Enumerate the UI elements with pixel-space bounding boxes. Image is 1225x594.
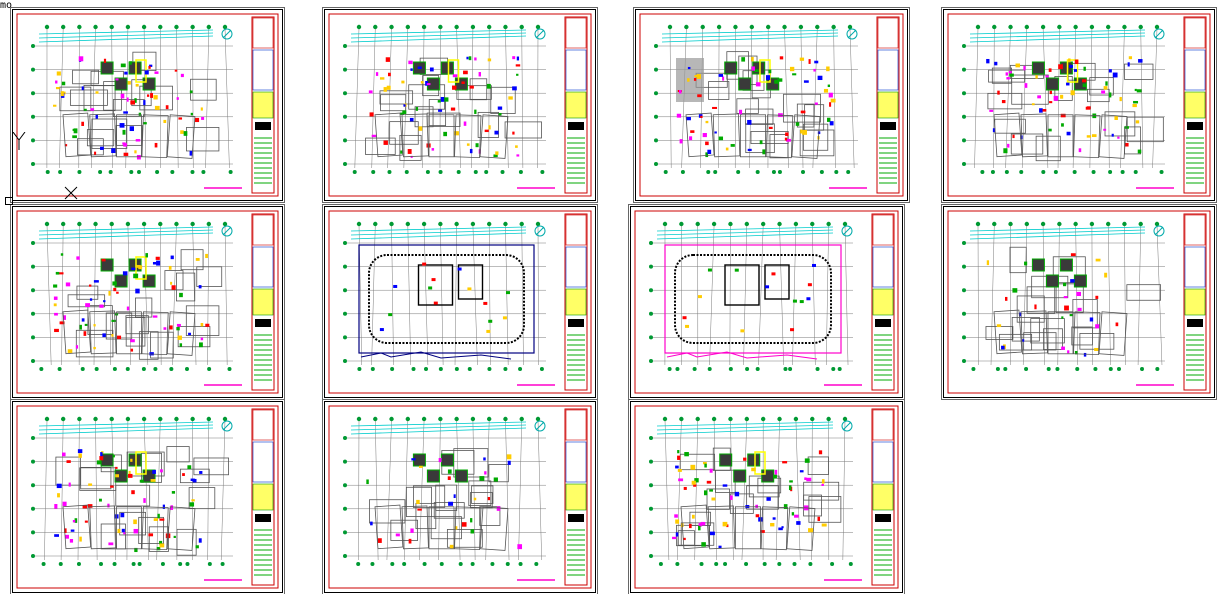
sheet-drawing-canvas xyxy=(16,405,279,589)
drawing-sheet-9[interactable] xyxy=(10,399,285,594)
sheet-drawing-canvas xyxy=(16,210,279,394)
drawing-sheet-8[interactable] xyxy=(941,204,1217,400)
drawing-sheet-4[interactable] xyxy=(941,7,1217,203)
grip-box-icon xyxy=(5,197,13,205)
drawing-sheet-1[interactable] xyxy=(10,7,285,203)
viewport-corner-label: mo xyxy=(0,0,13,11)
drawing-sheet-11[interactable] xyxy=(628,399,905,594)
ucs-icon xyxy=(13,132,26,150)
sheet-drawing-canvas xyxy=(947,210,1211,394)
sheet-drawing-canvas xyxy=(947,13,1211,197)
drawing-sheet-7[interactable] xyxy=(628,204,905,400)
drawing-sheet-10[interactable] xyxy=(322,399,598,594)
drawing-sheet-2[interactable] xyxy=(322,7,598,203)
sheet-drawing-canvas xyxy=(634,405,899,589)
sheet-drawing-canvas xyxy=(328,210,592,394)
crosshair-cursor-icon xyxy=(64,186,78,200)
drawing-sheet-3[interactable] xyxy=(633,7,910,203)
drawing-sheet-5[interactable] xyxy=(10,204,285,400)
sheet-drawing-canvas xyxy=(639,13,904,197)
sheet-drawing-canvas xyxy=(328,405,592,589)
sheet-drawing-canvas xyxy=(328,13,592,197)
sheet-drawing-canvas xyxy=(16,13,279,197)
sheet-drawing-canvas xyxy=(634,210,899,394)
drawing-sheet-6[interactable] xyxy=(322,204,598,400)
